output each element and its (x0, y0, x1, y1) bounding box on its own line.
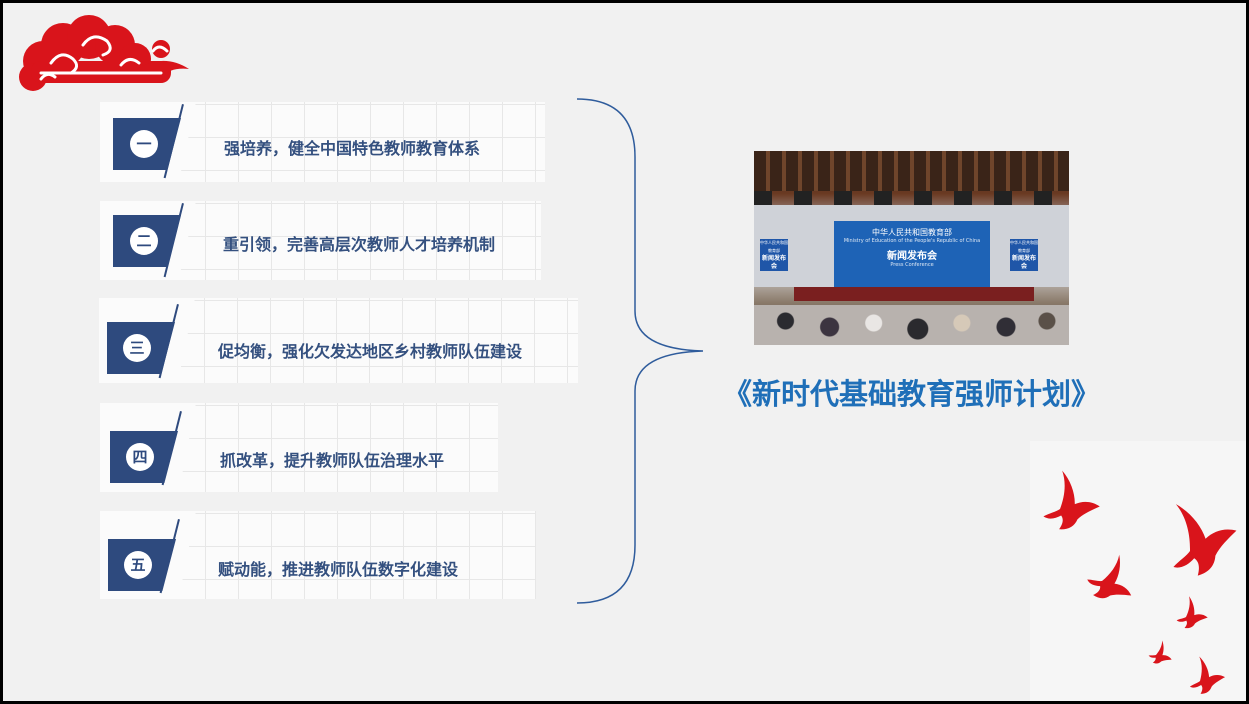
section-number: 二 (130, 227, 158, 255)
conference-backdrop: 中华人民共和国教育部 Ministry of Education of the … (834, 221, 990, 287)
side-screen-left: 中华人民共和国教育部 新闻发布会 (760, 239, 788, 271)
section-text: 赋动能，推进教师队伍数字化建设 (218, 560, 459, 579)
section-card-4: 四 抓改革，提升教师队伍治理水平 (100, 403, 498, 492)
section-number: 三 (123, 334, 151, 362)
slide: 一 强培养，健全中国特色教师教育体系 二 重引领，完善高层次教师人才培养机制 三… (3, 3, 1246, 701)
side-screen-right: 中华人民共和国教育部 新闻发布会 (1010, 239, 1038, 271)
right-brace (576, 98, 704, 604)
conference-table (794, 287, 1034, 301)
section-card-5: 五 赋动能，推进教师队伍数字化建设 (100, 511, 536, 599)
flying-doves-icon (1036, 465, 1246, 697)
section-text: 强培养，健全中国特色教师教育体系 (224, 139, 481, 158)
press-conference-photo: 中华人民共和国教育部 新闻发布会 中华人民共和国教育部 新闻发布会 中华人民共和… (754, 151, 1069, 345)
section-number: 四 (126, 443, 154, 471)
section-card-2: 二 重引领，完善高层次教师人才培养机制 (100, 201, 541, 280)
auspicious-cloud-icon (19, 15, 189, 91)
section-number: 五 (124, 551, 152, 579)
audience (754, 305, 1069, 345)
section-number: 一 (130, 130, 158, 158)
section-text: 重引领，完善高层次教师人才培养机制 (223, 235, 496, 254)
section-card-3: 三 促均衡，强化欠发达地区乡村教师队伍建设 (99, 298, 578, 383)
section-text: 促均衡，强化欠发达地区乡村教师队伍建设 (218, 342, 523, 361)
section-text: 抓改革，提升教师队伍治理水平 (220, 451, 445, 470)
section-card-1: 一 强培养，健全中国特色教师教育体系 (100, 102, 545, 182)
plan-title: 《新时代基础教育强师计划》 (723, 377, 1101, 411)
